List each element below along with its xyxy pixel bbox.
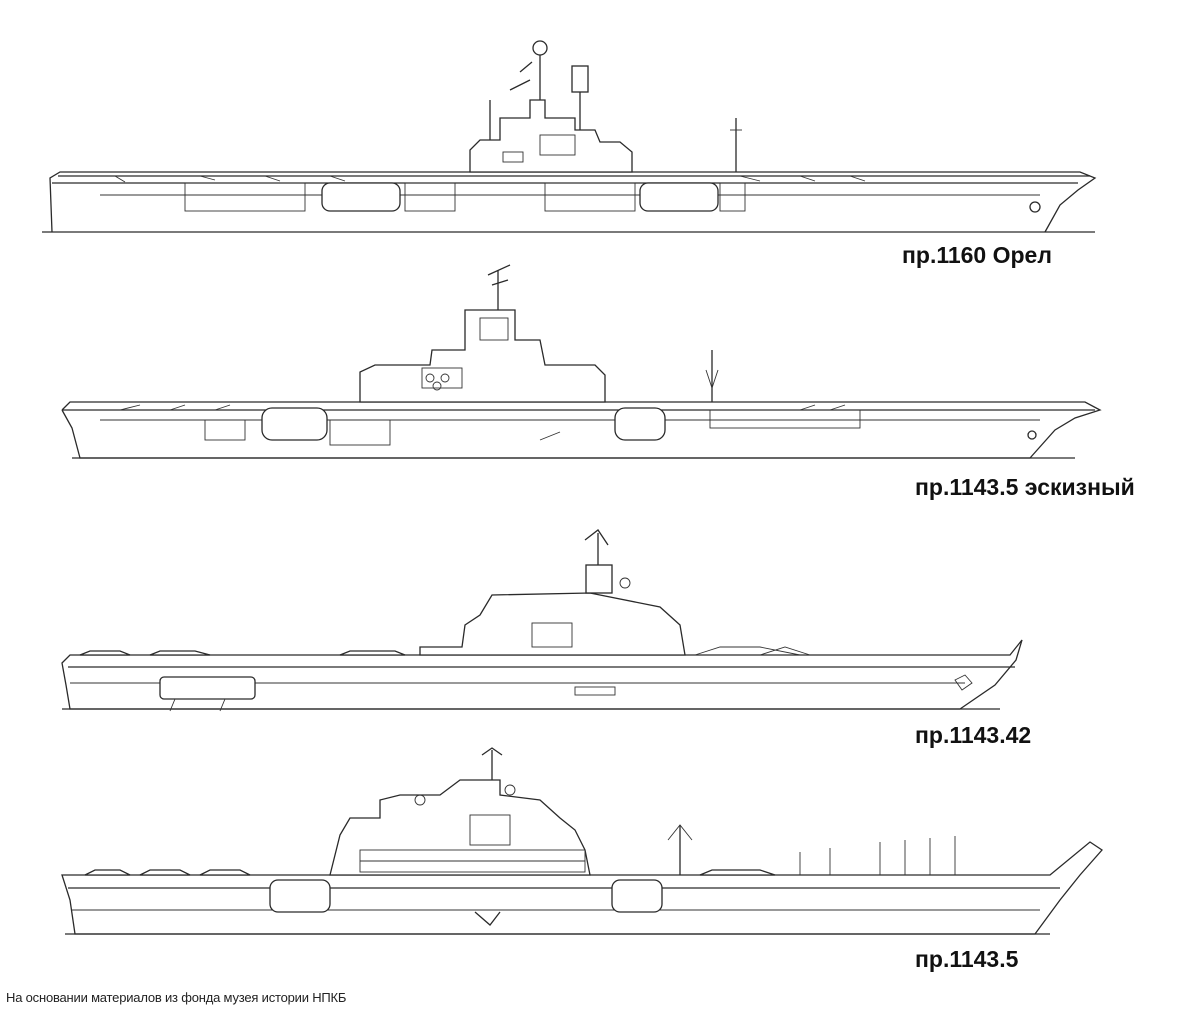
ship-profile-1143-5 (61, 747, 1103, 935)
ship-profile-1160 (42, 40, 1097, 233)
ship-drawing-1143-5 (0, 740, 1200, 940)
source-note: На основании материалов из фонда музея и… (6, 990, 347, 1005)
caption-1160: пр.1160 Орел (902, 242, 1052, 268)
ship-drawing-1160 (0, 0, 1200, 240)
ship-profile-1143-5-sketch (61, 264, 1102, 459)
caption-1143-5-sketch: пр.1143.5 эскизный (915, 474, 1135, 500)
ship-drawing-1143-42 (0, 515, 1200, 715)
ship-profile-1143-42 (61, 529, 1023, 712)
ship-drawing-1143-5-sketch (0, 250, 1200, 465)
caption-1143-42: пр.1143.42 (915, 722, 1032, 748)
caption-1143-5: пр.1143.5 (915, 946, 1019, 972)
